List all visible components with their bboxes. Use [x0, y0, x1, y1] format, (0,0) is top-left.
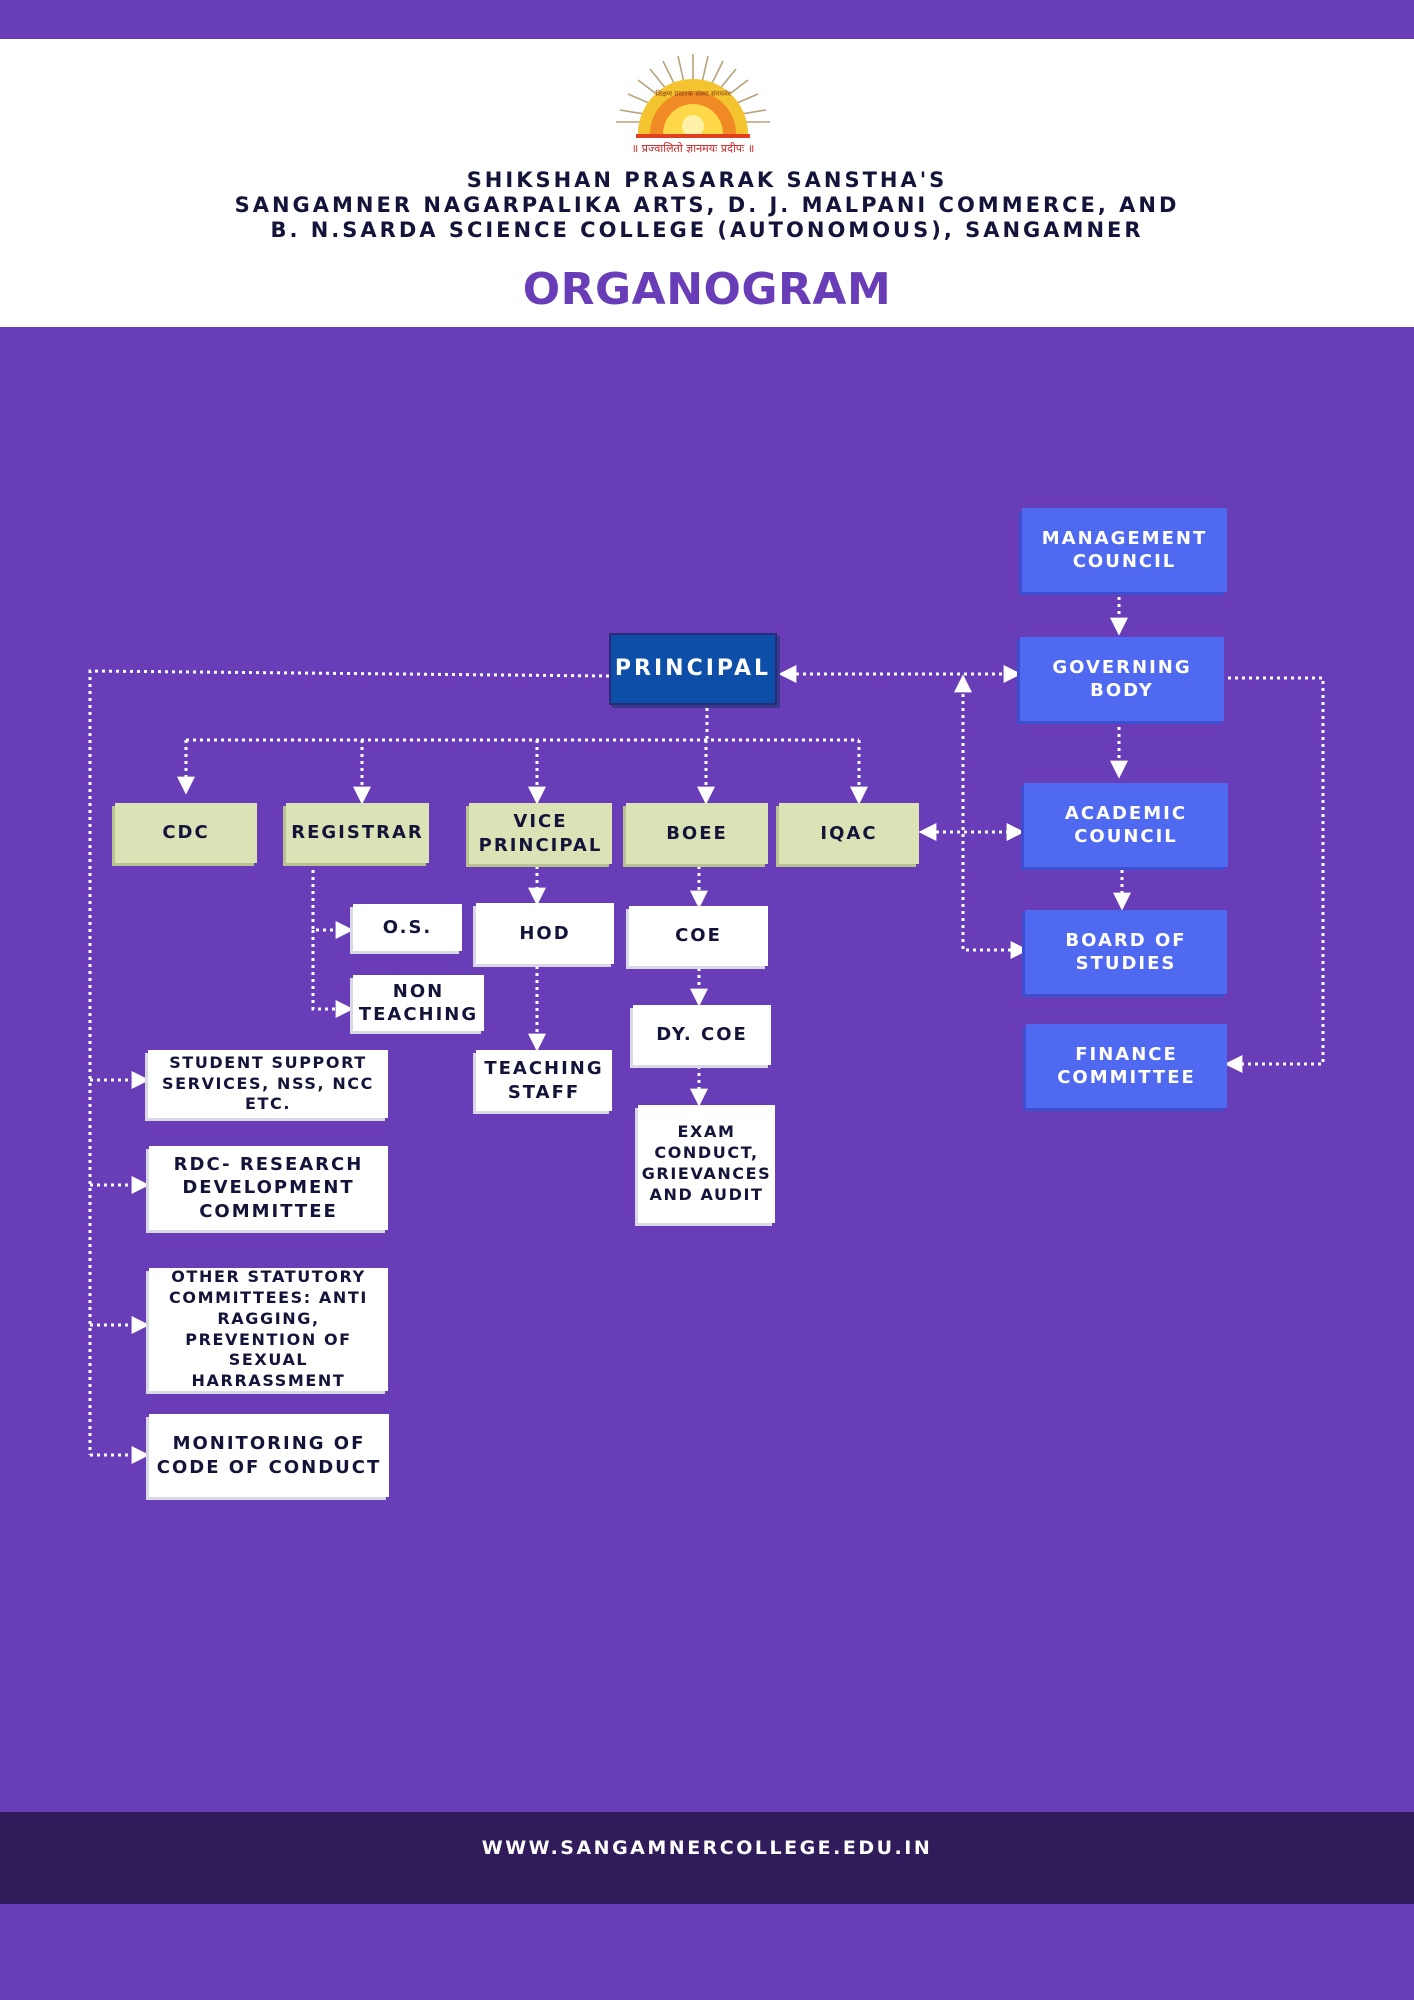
footer-bar [0, 1812, 1414, 1904]
node-boee: BOEE [626, 803, 768, 864]
node-iqac: IQAC [779, 803, 919, 864]
edge-governing-to-finance [1224, 676, 1325, 1073]
node-coe: COE [629, 906, 768, 966]
node-hod: HOD [476, 903, 614, 964]
node-governing-body: GOVERNING BODY [1020, 637, 1224, 721]
node-teaching-staff: TEACHING STAFF [476, 1050, 612, 1111]
node-student-support: STUDENT SUPPORT SERVICES, NSS, NCC ETC. [148, 1050, 388, 1118]
page-title: ORGANOGRAM [522, 264, 892, 315]
node-cdc: CDC [115, 803, 257, 863]
institution-line-2: SANGAMNER NAGARPALIKA ARTS, D. J. MALPAN… [234, 193, 1180, 217]
node-monitoring: MONITORING OF CODE OF CONDUCT [149, 1414, 389, 1497]
logo-motto: ॥ प्रज्वालितो ज्ञानमयः प्रदीपः ॥ [632, 142, 755, 155]
institution-line-3: B. N.SARDA SCIENCE COLLEGE (AUTONOMOUS),… [270, 218, 1144, 242]
node-rdc: RDC- RESEARCH DEVELOPMENT COMMITTEE [149, 1146, 388, 1230]
node-management-council: MANAGEMENT COUNCIL [1022, 508, 1227, 592]
edge-registrar-to-nonteaching [311, 930, 354, 1018]
node-vice-principal: VICE PRINCIPAL [469, 803, 612, 864]
footer-url[interactable]: WWW.SANGAMNERCOLLEGE.EDU.IN [481, 1837, 933, 1859]
node-board-of-studies: BOARD OF STUDIES [1025, 910, 1227, 994]
edge-principal-left-spine [88, 669, 610, 1455]
node-non-teaching: NON TEACHING [353, 975, 484, 1031]
node-academic-council: ACADEMIC COUNCIL [1024, 783, 1228, 867]
node-os: O.S. [353, 904, 462, 951]
college-logo: शिक्षण प्रसारक संस्था संगमनेर ॥ प्रज्वाल… [616, 54, 770, 155]
edge-registrar-to-os [311, 870, 354, 939]
institution-line-1: SHIKSHAN PRASARAK SANSTHA'S [466, 168, 948, 192]
edge-bos-to-governing [954, 674, 1029, 959]
node-other-committees: OTHER STATUTORY COMMITTEES: ANTI RAGGING… [149, 1267, 388, 1391]
node-principal: PRINCIPAL [609, 633, 777, 705]
logo-arc-text: शिक्षण प्रसारक संस्था संगमनेर [655, 89, 730, 98]
node-exam-conduct: EXAM CONDUCT, GRIEVANCES AND AUDIT [638, 1105, 775, 1223]
node-registrar: REGISTRAR [286, 803, 429, 863]
node-finance-committee: FINANCE COMMITTEE [1026, 1024, 1227, 1108]
node-dy-coe: DY. COE [633, 1005, 771, 1065]
